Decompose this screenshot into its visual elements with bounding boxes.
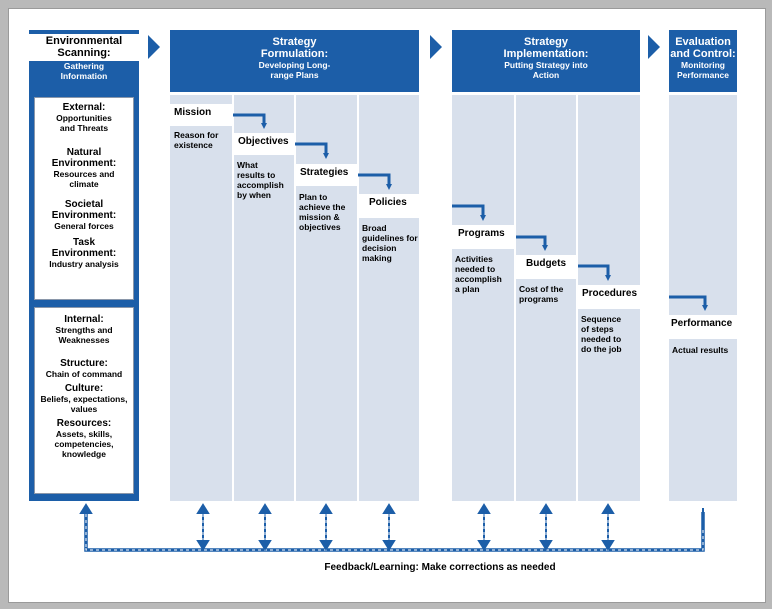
- column-budgets: [516, 95, 576, 501]
- culture-label: Culture:: [64, 383, 104, 394]
- header-formulation-title: Strategy Formulation:: [260, 36, 329, 60]
- header-evaluation-control: Evaluation and Control: Monitoring Perfo…: [669, 30, 737, 92]
- header-scanning-subtitle: Gathering Information: [60, 61, 108, 81]
- column-objectives: [234, 95, 294, 501]
- feedback-label: Feedback/Learning: Make corrections as n…: [324, 562, 556, 573]
- chevron-right-icon: [430, 35, 442, 59]
- desc-mission: Reason for existence: [174, 130, 219, 150]
- external-panel: External: Opportunities and Threats Natu…: [34, 97, 134, 300]
- column-mission: [170, 95, 232, 501]
- arrow-up-icon: [477, 503, 491, 514]
- step-objectives: Objectives: [234, 133, 294, 155]
- header-environmental-scanning: Environmental Scanning: Gathering Inform…: [29, 30, 139, 92]
- arrow-down-icon: [258, 540, 272, 551]
- arrow-down-icon: [539, 540, 553, 551]
- desc-performance: Actual results: [672, 345, 729, 355]
- desc-policies: Broad guidelines for decision making: [362, 223, 418, 263]
- natural-environment-label: Natural Environment:: [51, 147, 117, 169]
- elbow-arrow-icon: [295, 142, 329, 159]
- task-environment-label: Task Environment:: [51, 237, 117, 259]
- chevron-right-icon: [648, 35, 660, 59]
- arrow-up-icon: [539, 503, 553, 514]
- desc-objectives: What results to accomplish by when: [237, 160, 284, 200]
- resources-label: Resources:: [56, 418, 112, 429]
- desc-strategies: Plan to achieve the mission & objectives: [299, 192, 346, 232]
- arrow-up-icon: [319, 503, 333, 514]
- column-policies: [359, 95, 419, 501]
- resources-detail: Assets, skills, competencies, knowledge: [54, 429, 114, 459]
- header-strategy-implementation: Strategy Implementation: Putting Strateg…: [452, 30, 640, 92]
- arrow-down-icon: [601, 540, 615, 551]
- arrow-up-icon: [601, 503, 615, 514]
- elbow-arrow-icon: [669, 295, 708, 311]
- step-policies: Policies: [359, 194, 419, 218]
- elbow-arrow-icon: [233, 113, 267, 129]
- step-performance: Performance: [669, 315, 737, 339]
- header-implementation-title: Strategy Implementation:: [503, 36, 589, 60]
- natural-environment-detail: Resources and climate: [53, 169, 115, 189]
- header-strategy-formulation: Strategy Formulation: Developing Long-ra…: [170, 30, 419, 92]
- culture-detail: Beliefs, expectations, values: [40, 394, 128, 414]
- header-scanning-title: Environmental Scanning:: [45, 35, 123, 59]
- step-programs: Programs: [452, 225, 514, 249]
- desc-budgets: Cost of the programs: [519, 284, 564, 304]
- elbow-arrow-icon: [578, 264, 611, 281]
- societal-environment-label: Societal Environment:: [51, 199, 117, 221]
- column-strategies: [296, 95, 357, 501]
- arrow-up-icon: [382, 503, 396, 514]
- step-strategies: Strategies: [296, 164, 357, 186]
- external-subheading: Opportunities and Threats: [56, 113, 112, 133]
- header-evaluation-subtitle: Monitoring Performance: [677, 60, 729, 80]
- arrow-up-icon: [79, 503, 93, 514]
- societal-environment-detail: General forces: [54, 221, 114, 231]
- header-implementation-subtitle: Putting Strategy into Action: [504, 60, 588, 80]
- external-heading: External:: [62, 102, 106, 113]
- elbow-arrow-icon: [516, 235, 548, 251]
- task-environment-detail: Industry analysis: [49, 259, 119, 269]
- desc-procedures: Sequence of steps needed to do the job: [581, 314, 622, 354]
- header-evaluation-title: Evaluation and Control:: [670, 36, 736, 60]
- arrow-down-icon: [477, 540, 491, 551]
- internal-panel: Internal: Strengths and Weaknesses Struc…: [34, 307, 134, 494]
- header-formulation-subtitle: Developing Long-range Plans: [258, 60, 331, 80]
- step-mission: Mission: [170, 104, 232, 126]
- desc-programs: Activities needed to accomplish a plan: [455, 254, 502, 294]
- arrow-down-icon: [382, 540, 396, 551]
- column-programs: [452, 95, 514, 501]
- arrow-down-icon: [319, 540, 333, 551]
- elbow-arrow-icon: [452, 204, 486, 221]
- arrow-down-icon: [196, 540, 210, 551]
- chevron-right-icon: [148, 35, 160, 59]
- step-procedures: Procedures: [578, 285, 640, 309]
- structure-label: Structure:: [60, 358, 108, 369]
- feedback-loop: [79, 503, 705, 552]
- internal-subheading: Strengths and Weaknesses: [55, 325, 113, 345]
- structure-detail: Chain of command: [45, 369, 123, 379]
- internal-heading: Internal:: [64, 314, 104, 325]
- elbow-arrow-icon: [358, 173, 392, 190]
- arrow-up-icon: [258, 503, 272, 514]
- step-budgets: Budgets: [516, 255, 576, 279]
- arrow-up-icon: [196, 503, 210, 514]
